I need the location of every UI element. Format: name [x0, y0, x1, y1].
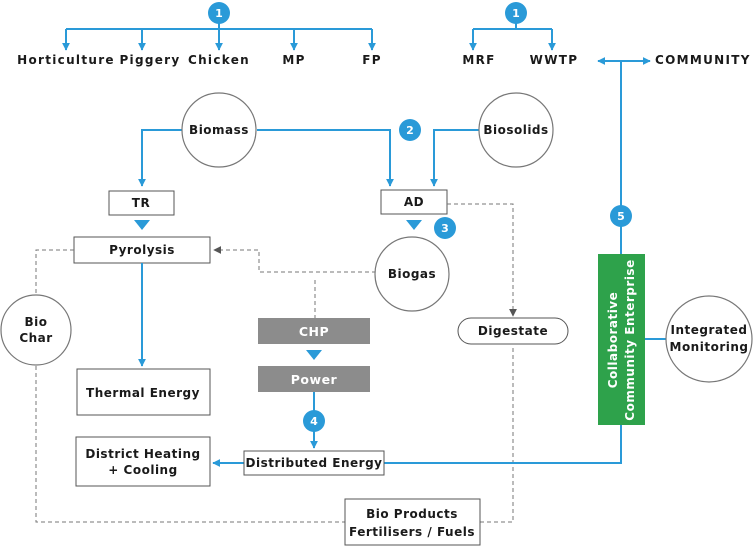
- biogas-label: Biogas: [388, 267, 436, 281]
- ad-down-arrow: [406, 220, 422, 230]
- biochar-label-line1: Bio: [24, 315, 47, 329]
- bio-products-label-line2: Fertilisers / Fuels: [349, 525, 475, 539]
- distributed-energy-label: Distributed Energy: [246, 456, 383, 470]
- biomass-node: [181, 92, 257, 168]
- pyrolysis-label: Pyrolysis: [109, 243, 175, 257]
- biomass-label: Biomass: [189, 123, 249, 137]
- biosolids-label: Biosolids: [483, 123, 548, 137]
- right-branch-connectors: [469, 20, 556, 51]
- svg-text:2: 2: [406, 124, 414, 137]
- mp-label: MP: [282, 53, 305, 67]
- chicken-label: Chicken: [188, 53, 250, 67]
- badge-3: 3: [434, 217, 456, 239]
- integrated-monitoring-node: [665, 295, 753, 383]
- power-box: [258, 366, 370, 392]
- badge-2: 2: [399, 119, 421, 141]
- badge-4: 4: [303, 410, 325, 432]
- thermal-energy-label: Thermal Energy: [86, 386, 200, 400]
- bio-products-box: [344, 498, 481, 546]
- district-heating-label-line1: District Heating: [85, 447, 200, 461]
- power-label: Power: [291, 372, 338, 387]
- svg-text:5: 5: [617, 210, 625, 223]
- chp-down-arrow: [306, 350, 322, 360]
- chp-label: CHP: [299, 324, 329, 339]
- wwtp-label: WWTP: [530, 53, 579, 67]
- piggery-label: Piggery: [119, 53, 180, 67]
- dashed-connectors: [35, 203, 517, 523]
- digestate-label: Digestate: [478, 324, 548, 338]
- biomass-connectors: [138, 129, 480, 187]
- biosolids-node: [478, 92, 554, 168]
- distributed-energy-connectors: [212, 425, 622, 467]
- distributed-energy-box: [243, 450, 385, 476]
- ad-box: [380, 189, 448, 215]
- svg-text:1: 1: [215, 7, 223, 20]
- badge-1-left: 1: [208, 2, 230, 24]
- tr-box: [108, 190, 175, 216]
- chp-box: [258, 318, 370, 344]
- badge-5: 5: [610, 205, 632, 227]
- biogas-node: [374, 236, 450, 312]
- top-branch-connectors: [62, 20, 376, 51]
- integrated-monitoring-label-line2: Monitoring: [670, 340, 749, 354]
- ad-label: AD: [404, 195, 424, 209]
- community-label: COMMUNITY: [655, 53, 751, 67]
- biochar-label-line2: Char: [19, 331, 52, 345]
- tr-down-arrow: [134, 220, 150, 230]
- biochar-node: [0, 294, 72, 366]
- svg-text:1: 1: [512, 7, 520, 20]
- collaborative-label-line1: Collaborative: [606, 292, 620, 389]
- integrated-monitoring-label-line1: Integrated: [671, 323, 748, 337]
- mrf-label: MRF: [462, 53, 495, 67]
- collaborative-label-line2: Community Enterprise: [623, 259, 637, 420]
- tr-label: TR: [132, 196, 150, 210]
- digestate-box: [457, 317, 569, 345]
- collaborative-enterprise-box: [598, 254, 645, 425]
- fp-label: FP: [362, 53, 382, 67]
- bio-products-label-line1: Bio Products: [366, 507, 458, 521]
- svg-text:3: 3: [441, 222, 449, 235]
- district-heating-label-line2: + Cooling: [108, 463, 177, 477]
- svg-text:4: 4: [310, 415, 318, 428]
- pyrolysis-box: [73, 236, 211, 264]
- district-heating-box: [75, 436, 211, 487]
- badge-1-right: 1: [505, 2, 527, 24]
- thermal-energy-box: [76, 368, 211, 416]
- horticulture-label: Horticulture: [17, 53, 115, 67]
